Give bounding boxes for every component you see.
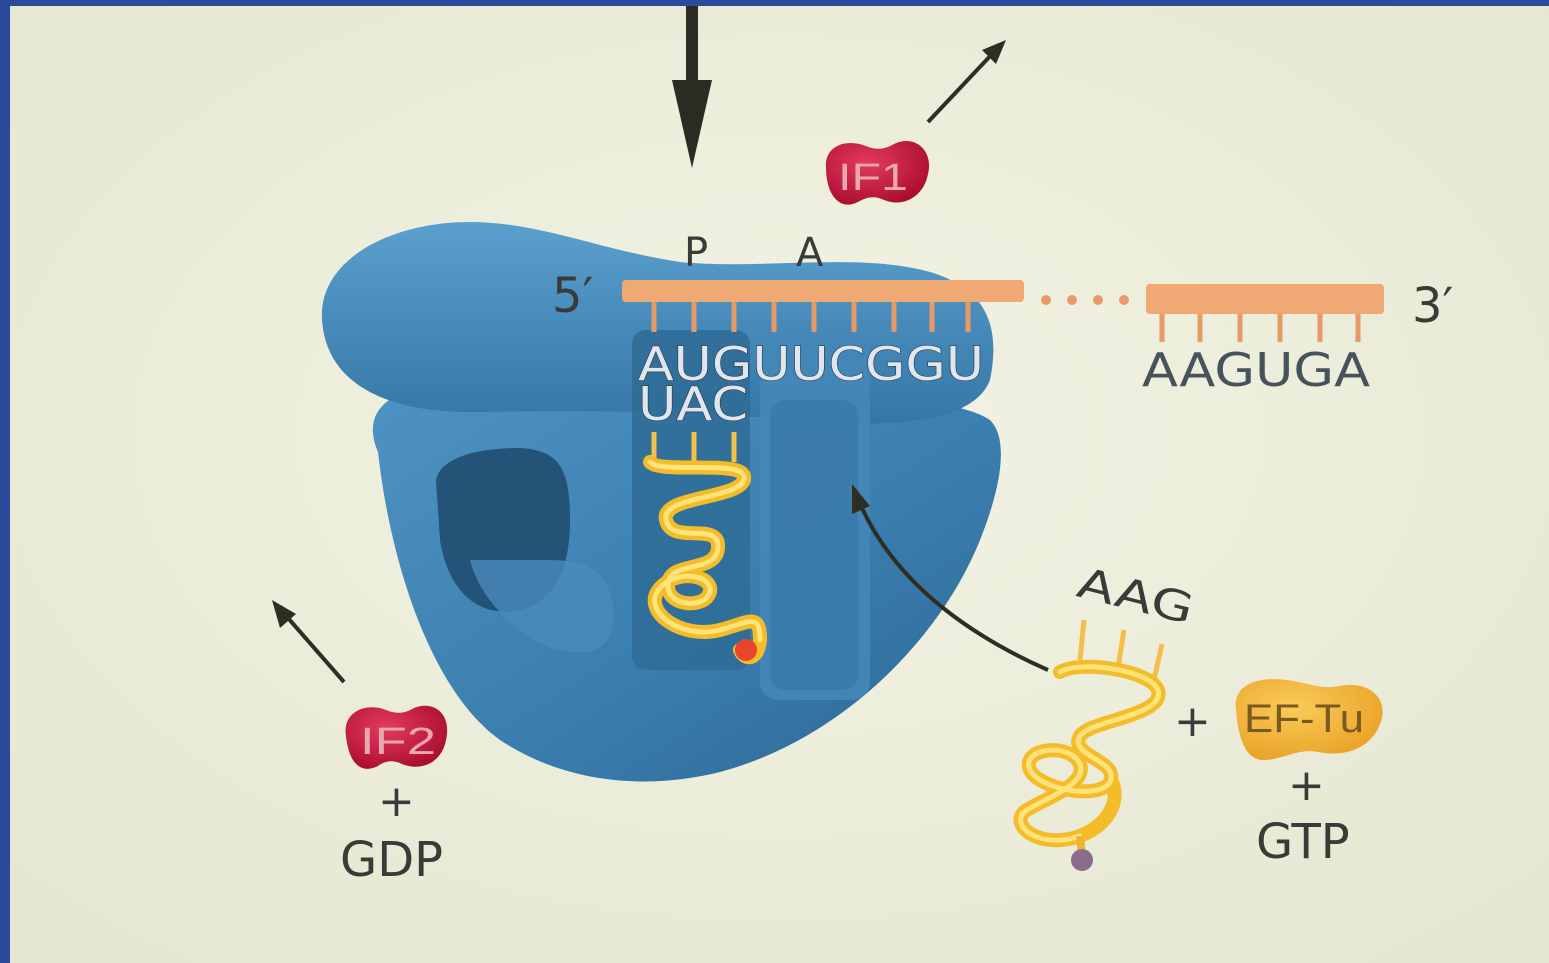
if1-protein: IF1 [826, 141, 929, 205]
p-site-label: P [684, 230, 708, 276]
if2-protein: IF2 [346, 706, 448, 769]
mrna-dot [1067, 295, 1077, 305]
gtp-plus-sign: + [1288, 760, 1325, 811]
gtp-label: GTP [1256, 814, 1350, 870]
mrna-backbone-left [622, 280, 1024, 302]
mrna-dot [1093, 295, 1103, 305]
a-site-label: A [796, 230, 824, 276]
mrna-backbone-right [1146, 284, 1384, 314]
fmet-amino-acid [735, 639, 757, 661]
mrna-codon-end-sequence: AAGUGA [1142, 343, 1371, 397]
if1-label: IF1 [838, 157, 908, 199]
five-prime-label: 5′ [552, 268, 593, 324]
three-prime-label: 3′ [1412, 278, 1453, 334]
gdp-label: GDP [340, 832, 443, 888]
mrna-dot [1119, 295, 1129, 305]
amino-acid-ball [1071, 849, 1093, 871]
p-trna-anticodon: UAC [638, 377, 748, 431]
if2-label: IF2 [360, 721, 436, 763]
eftu-label: EF-Tu [1244, 697, 1364, 741]
mrna-dot [1041, 295, 1051, 305]
trna-plus-eftu-sign: + [1174, 696, 1211, 747]
if2-plus-sign: + [378, 776, 415, 827]
